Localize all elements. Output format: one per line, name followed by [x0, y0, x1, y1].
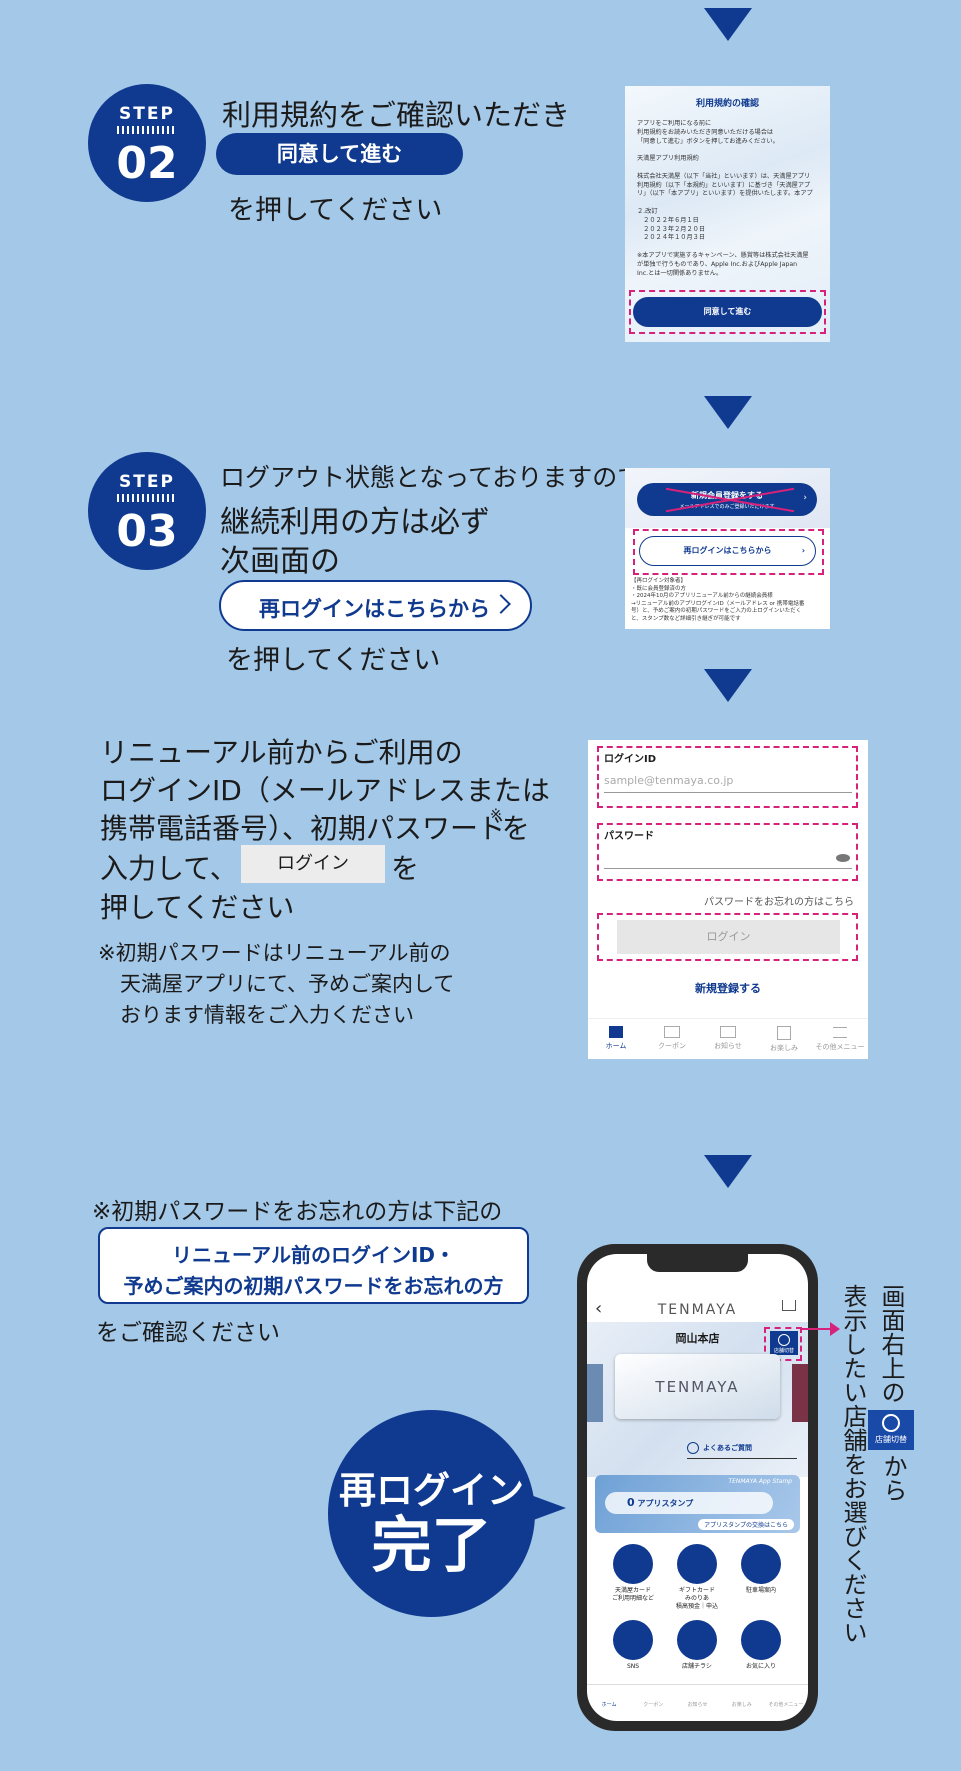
tab-fun[interactable]: お楽しみ [756, 1019, 812, 1059]
step3-text-4: を押してください [226, 645, 441, 676]
down-arrow-icon [704, 396, 752, 429]
login-id-input[interactable]: sample@tenmaya.co.jp [604, 774, 852, 793]
phone-tab-bar: ホーム クーポン お知らせ お楽しみ その他メニュー [587, 1684, 808, 1721]
cart-icon[interactable] [782, 1300, 796, 1311]
chevron-right-icon [491, 594, 511, 614]
step2-text-1: 利用規約をご確認いただき [222, 98, 571, 132]
parking-icon [741, 1544, 781, 1584]
flyer-icon [677, 1620, 717, 1660]
relogin-button[interactable]: 再ログインはこちらから › [639, 536, 816, 566]
question-icon [687, 1442, 699, 1454]
login-text-4b: を [391, 852, 420, 885]
password-input[interactable] [604, 848, 852, 869]
step3-text-3: 次画面の [220, 544, 340, 579]
sns-icon [613, 1620, 653, 1660]
member-card: TENMAYA [615, 1354, 780, 1419]
down-arrow-icon [704, 8, 752, 41]
store-switch-button[interactable]: 店舗切替 [770, 1331, 798, 1355]
login-text-1: リニューアル前からご利用の [100, 736, 463, 769]
eye-icon[interactable] [836, 854, 850, 862]
feature-card[interactable]: 天満屋カード ご利用明細など [601, 1544, 665, 1603]
login-note-3: おります情報をご入力ください [120, 1003, 414, 1027]
feature-label: 天満屋カード ご利用明細など [611, 1587, 654, 1602]
giftcard-icon [677, 1544, 717, 1584]
step-03-badge: STEP 03 [88, 452, 206, 570]
login-note-1: ※初期パスワードはリニューアル前の [98, 941, 451, 965]
pointer-arrow-icon [800, 1328, 834, 1330]
card-icon [613, 1544, 653, 1584]
login-text-5: 押してください [100, 891, 295, 924]
login-screenshot: ログインID sample@tenmaya.co.jp パスワード パスワードを… [588, 740, 868, 1059]
store-switch-icon: 店舗切替 [868, 1410, 914, 1450]
login-text-3: 携帯電話番号）、初期パスワード※を [100, 807, 530, 845]
gift-icon [777, 1026, 791, 1040]
login-button[interactable]: ログイン [617, 920, 840, 954]
step2-text-2: を押してください [228, 195, 443, 226]
terms-agree-button[interactable]: 同意して進む [633, 297, 822, 327]
highlight-box [597, 746, 858, 808]
feature-label: SNS [626, 1663, 640, 1670]
new-register-link[interactable]: 新規登録する [695, 982, 761, 995]
login-button-illustration: ログイン [241, 845, 385, 883]
highlight-box [764, 1327, 802, 1361]
vertical-text-1b: から [879, 1454, 907, 1502]
feature-label: 駐車場案内 [745, 1587, 776, 1594]
login-note-2: 天満屋アプリにて、予めご案内して [120, 972, 455, 996]
phone-tab-menu[interactable]: その他メニュー [768, 1702, 804, 1708]
tab-news[interactable]: お知らせ [700, 1019, 756, 1059]
login-text-4: 入力して、 [100, 852, 238, 885]
home-icon [609, 1026, 623, 1038]
relogin-button-illustration: 再ログインはこちらから [219, 580, 532, 631]
vertical-text-2: 表示したい店舗をお選びください [839, 1284, 867, 1644]
menu-icon [833, 1027, 847, 1038]
agree-button-illustration: 同意して進む [216, 133, 463, 175]
megaphone-icon [720, 1026, 736, 1038]
forgot-text-1: ※初期パスワードをお忘れの方は下記の [92, 1199, 503, 1225]
refresh-icon [778, 1334, 790, 1346]
feature-parking[interactable]: 駐車場案内 [729, 1544, 793, 1595]
relogin-done-badge: 再ログイン 完了 [328, 1410, 535, 1617]
down-arrow-icon [704, 669, 752, 702]
tab-home[interactable]: ホーム [588, 1019, 644, 1059]
phone-mockup: ‹ TENMAYA 岡山本店 店舗切替 TENMAYA よくあるご質問 TENM… [577, 1244, 818, 1731]
down-arrow-icon [704, 1155, 752, 1188]
tab-menu[interactable]: その他メニュー [812, 1019, 868, 1059]
highlight-box [597, 823, 858, 881]
feature-label: 店舗チラシ [682, 1663, 712, 1670]
phone-tab-news[interactable]: お知らせ [687, 1702, 708, 1708]
tab-coupon[interactable]: クーポン [644, 1019, 700, 1059]
refresh-icon [882, 1414, 900, 1432]
highlight-box [597, 913, 858, 961]
vertical-text-1: 画面右上の [877, 1284, 905, 1404]
login-text-2: ログインID（メールアドレスまたは [100, 774, 550, 807]
feature-flyer[interactable]: 店舗チラシ [665, 1620, 729, 1671]
phone-tab-home[interactable]: ホーム [601, 1702, 617, 1708]
back-icon[interactable]: ‹ [595, 1298, 603, 1319]
step3-text-2: 継続利用の方は必ず [220, 505, 490, 540]
tab-bar: ホーム クーポン お知らせ お楽しみ その他メニュー [588, 1018, 868, 1059]
relogin-screenshot: 新規会員登録をする メールアドレスでのみご登録いただけます › 再ログインはこち… [625, 468, 830, 629]
stamp-card[interactable]: TENMAYA App Stamp 0 アプリスタンプ アプリスタンプの交換はこ… [595, 1475, 800, 1533]
phone-tab-fun[interactable]: お楽しみ [731, 1702, 752, 1708]
terms-screenshot: 利用規約の確認 アプリをご利用になる前に 利用規約をお読みいただき同意いただける… [625, 86, 830, 342]
feature-favorite[interactable]: お気に入り [729, 1620, 793, 1671]
step3-text-1: ログアウト状態となっておりますので [220, 463, 643, 492]
forgot-text-2: をご確認ください [96, 1320, 280, 1346]
feature-label: ギフトカード みのりあ 積高預金｜申込 [675, 1587, 718, 1610]
highlight-box [633, 529, 824, 575]
feature-sns[interactable]: SNS [601, 1620, 665, 1671]
forgot-password-link[interactable]: パスワードをお忘れの方はこちら [704, 897, 854, 908]
ticket-icon [664, 1026, 680, 1038]
feature-label: お気に入り [745, 1663, 776, 1670]
faq-button[interactable]: よくあるご質問 [687, 1442, 797, 1459]
feature-grid: 天満屋カード ご利用明細など ギフトカード みのりあ 積高預金｜申込 駐車場案内 SN… [587, 1544, 808, 1694]
favorite-icon [741, 1620, 781, 1660]
feature-giftcard[interactable]: ギフトカード みのりあ 積高預金｜申込 [665, 1544, 729, 1611]
highlight-box [629, 290, 826, 334]
step-02-badge: STEP 02 [88, 84, 206, 202]
phone-tab-coupon[interactable]: クーポン [643, 1702, 664, 1708]
forgot-password-box[interactable]: リニューアル前のログインID・ 予めご案内の初期パスワードをお忘れの方 [98, 1227, 529, 1304]
